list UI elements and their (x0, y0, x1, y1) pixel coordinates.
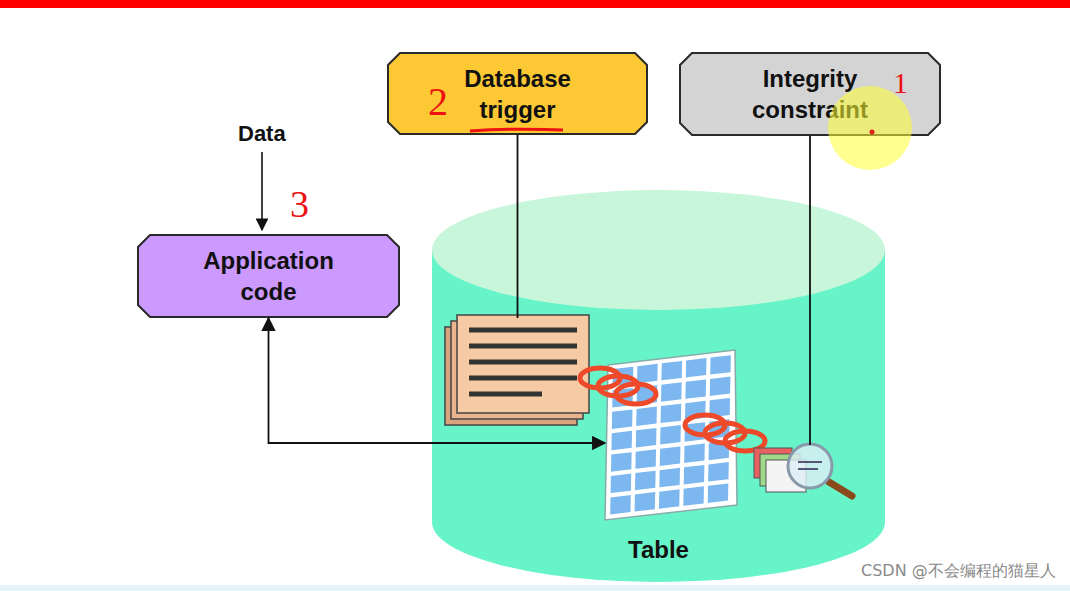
top-red-bar (0, 0, 1070, 10)
table-cylinder: Table (432, 190, 885, 582)
bottom-band (0, 585, 1070, 591)
connector-line (269, 318, 606, 443)
constraint-magnifier-icon (754, 444, 852, 496)
callout-number: 2 (428, 78, 448, 125)
callout-number: 1 (893, 66, 908, 100)
octagon-shape (680, 53, 940, 135)
cylinder-outline (432, 190, 885, 582)
application-box: Application code (137, 234, 400, 318)
chain-links (580, 368, 765, 451)
trigger-box: Database trigger (387, 52, 648, 135)
octagon-shape (388, 53, 647, 134)
table-label: Table (432, 536, 885, 564)
pointer-dot (870, 130, 875, 135)
octagon-outline (137, 234, 400, 318)
data-label: Data (238, 121, 286, 147)
trigger-document-icon (445, 315, 589, 425)
connector-line (809, 136, 811, 445)
cylinder-top (432, 190, 885, 310)
red-underline (470, 129, 563, 131)
watermark: CSDN @不会编程的猫星人 (861, 561, 1056, 582)
node-label: Integrity constraint (730, 63, 890, 125)
octagon-outline (387, 52, 648, 135)
connector-line (517, 135, 519, 318)
red-bar (0, 0, 1070, 8)
input-arrow (261, 152, 263, 230)
node-label: Database trigger (448, 63, 588, 125)
callout-number: 3 (290, 182, 309, 226)
text-holder: Database trigger (387, 52, 648, 135)
light-band (0, 585, 1070, 591)
octagon-shape (138, 235, 399, 317)
node-label: Application code (184, 245, 354, 307)
text-holder: Application code (137, 234, 400, 318)
